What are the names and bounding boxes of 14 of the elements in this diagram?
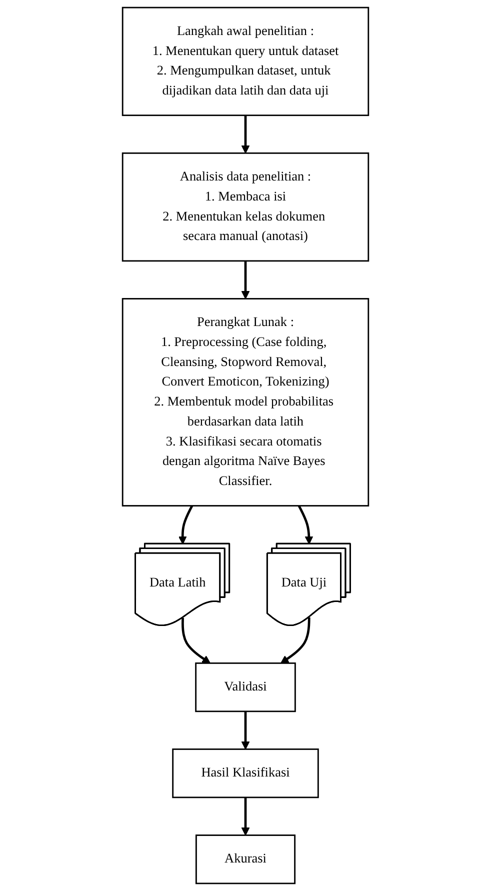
node-box	[172, 748, 319, 798]
arrow	[280, 617, 310, 664]
node-box	[195, 662, 296, 712]
arrow	[241, 797, 250, 836]
arrow	[182, 618, 210, 664]
node-box	[122, 298, 370, 506]
node-box	[195, 834, 296, 884]
node-box	[122, 152, 370, 262]
arrow	[241, 260, 250, 300]
arrow	[241, 711, 250, 750]
arrow	[178, 505, 194, 544]
arrow	[241, 115, 250, 154]
arrow	[298, 505, 314, 544]
node-box	[122, 6, 370, 116]
